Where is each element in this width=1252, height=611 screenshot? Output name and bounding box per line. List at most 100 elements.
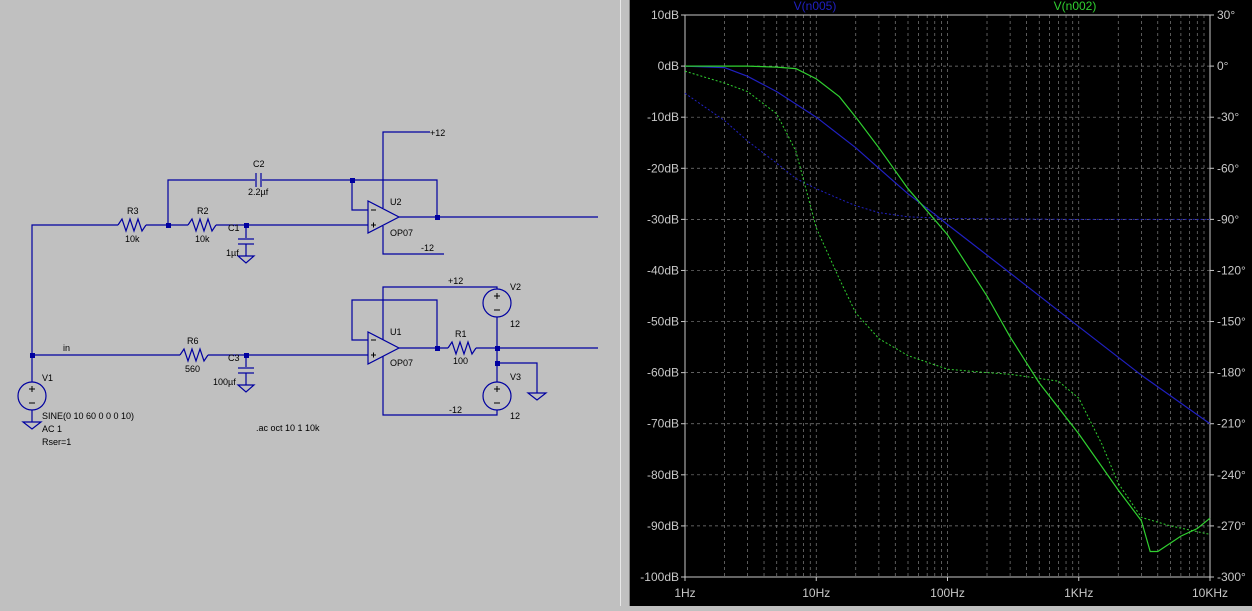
y-tick-label-left: -90dB [647, 519, 679, 533]
r2-value: 10k [195, 234, 210, 244]
y-tick-label-left: -70dB [647, 417, 679, 431]
v1-ac: AC 1 [42, 424, 62, 434]
c1-value: 1µf [226, 248, 239, 258]
y-tick-label-right: -210° [1217, 417, 1246, 431]
junction-dot [435, 215, 440, 220]
u2-part: OP07 [390, 228, 413, 238]
y-tick-label-right: -30° [1217, 110, 1239, 124]
y-tick-label-right: -90° [1217, 212, 1239, 226]
r6-value: 560 [185, 364, 200, 374]
junction-dot [244, 353, 249, 358]
y-tick-label-right: -270° [1217, 519, 1246, 533]
wire-u2-vminus[interactable] [382, 226, 444, 255]
net-label-in: in [63, 343, 70, 353]
ground-symbol-c1 [236, 255, 256, 264]
y-tick-label-left: -60dB [647, 366, 679, 380]
y-tick-label-left: -30dB [647, 212, 679, 226]
u1-name: U1 [390, 327, 402, 337]
x-tick-label: 1Hz [674, 586, 695, 600]
waveform-viewer[interactable]: 10dB 0dB -10dB -20dB -30dB -40dB -50dB -60dB -70… [630, 0, 1252, 606]
bode-plot[interactable]: 10dB 0dB -10dB -20dB -30dB -40dB -50dB -60dB -70… [630, 0, 1252, 606]
wire-u1-vminus[interactable] [382, 356, 498, 416]
wire-u1-feedback[interactable] [351, 299, 438, 348]
wire-u2-feedback[interactable] [351, 180, 368, 211]
y-tick-label-right: -180° [1217, 366, 1246, 380]
r6-name: R6 [187, 336, 199, 346]
junction-dot [495, 361, 500, 366]
trace-label-vn002[interactable]: V(n002) [1054, 0, 1097, 13]
opamp-pin-markers [29, 209, 500, 404]
spice-directive[interactable]: .ac oct 10 1 10k [256, 423, 320, 433]
u2-vminus: -12 [421, 243, 434, 253]
pane-splitter[interactable] [620, 0, 630, 606]
y-tick-label-left: 10dB [651, 8, 679, 22]
y-tick-label-right: -120° [1217, 263, 1246, 277]
wire-c2-right[interactable] [262, 179, 438, 217]
c2-value: 2.2µf [248, 187, 269, 197]
v2-value: 12 [510, 319, 520, 329]
x-tick-label: 10Hz [802, 586, 830, 600]
u1-part: OP07 [390, 358, 413, 368]
resistor-r6[interactable] [179, 347, 209, 363]
r1-name: R1 [455, 329, 467, 339]
v1-name: V1 [42, 373, 53, 383]
wire-u2-vplus[interactable] [382, 131, 430, 208]
v2-name: V2 [510, 282, 521, 292]
y-tick-label-right: -300° [1217, 570, 1246, 584]
c1-name: C1 [228, 223, 240, 233]
x-tick-label: 1KHz [1064, 586, 1093, 600]
r3-name: R3 [127, 206, 139, 216]
y-tick-label-left: 0dB [658, 59, 679, 73]
resistor-r2[interactable] [187, 217, 217, 233]
junction-dot [495, 346, 500, 351]
c3-name: C3 [228, 353, 240, 363]
v3-value: 12 [510, 411, 520, 421]
y-tick-label-left: -20dB [647, 161, 679, 175]
y-tick-label-right: 0° [1217, 59, 1229, 73]
schematic-editor[interactable]: R3 10k R2 10k C2 2.2µf C1 1µf U2 OP07 +1… [0, 0, 620, 606]
ground-symbol-v1 [21, 421, 43, 430]
v1-value: SINE(0 10 60 0 0 0 10) [42, 411, 134, 421]
r2-name: R2 [197, 206, 209, 216]
r1-value: 100 [453, 356, 468, 366]
series-phase-vn002[interactable] [684, 70, 1211, 535]
y-tick-label-left: -50dB [647, 315, 679, 329]
wire-c2-left[interactable] [167, 179, 255, 225]
c2-name: C2 [253, 159, 265, 169]
series-magnitude-vn005[interactable] [684, 65, 1211, 425]
y-tick-label-left: -100dB [640, 570, 679, 584]
r3-value: 10k [125, 234, 140, 244]
resistor-r3[interactable] [117, 217, 147, 233]
u1-vminus: -12 [449, 405, 462, 415]
v3-name: V3 [510, 372, 521, 382]
y-tick-label-right: 30° [1217, 8, 1235, 22]
schematic-canvas[interactable]: R3 10k R2 10k C2 2.2µf C1 1µf U2 OP07 +1… [0, 0, 620, 606]
series-phase-vn005[interactable] [684, 92, 1210, 220]
y-tick-label-left: -40dB [647, 263, 679, 277]
voltage-source-v3[interactable] [482, 381, 512, 411]
opamp-u2[interactable] [367, 200, 401, 234]
junction-dot [435, 346, 440, 351]
x-tick-label: 10KHz [1192, 586, 1228, 600]
u2-name: U2 [390, 197, 402, 207]
junction-dot [30, 353, 35, 358]
y-tick-label-right: -60° [1217, 161, 1239, 175]
trace-label-vn005[interactable]: V(n005) [794, 0, 837, 13]
u1-vplus: +12 [448, 276, 463, 286]
wire-u1-vplus[interactable] [382, 286, 498, 340]
y-tick-label-left: -80dB [647, 468, 679, 482]
ground-symbol-c3 [236, 384, 256, 393]
c3-value: 100µf [213, 377, 236, 387]
x-tick-label: 100Hz [930, 586, 965, 600]
resistor-r1[interactable] [447, 340, 477, 356]
junction-dot [350, 178, 355, 183]
ground-symbol-v2v3 [526, 392, 548, 401]
v1-rser: Rser=1 [42, 437, 71, 447]
junction-dot [166, 223, 171, 228]
y-tick-label-left: -10dB [647, 110, 679, 124]
wire-gnd-v2v3[interactable] [497, 362, 538, 393]
series-magnitude-vn002[interactable] [685, 65, 1211, 553]
wire-in-to-r3[interactable] [31, 224, 118, 355]
y-tick-label-right: -150° [1217, 315, 1246, 329]
junction-dot [244, 223, 249, 228]
